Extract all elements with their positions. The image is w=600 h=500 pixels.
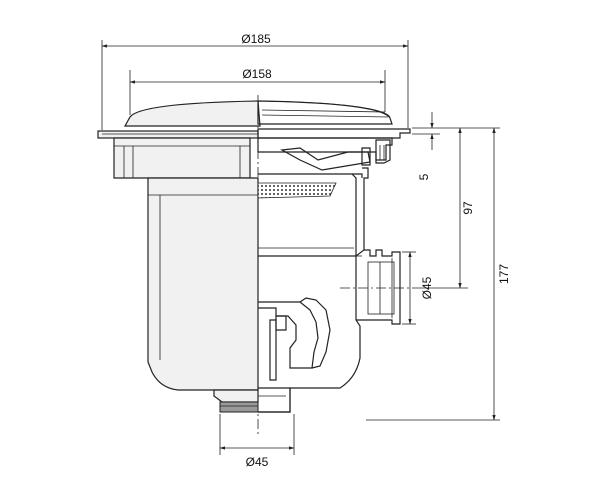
dimension-total-height: 177 [366,127,511,421]
lid-diameter-label: Ø158 [242,67,272,81]
flange [97,128,411,139]
body-exterior [113,137,259,413]
upper-height-label: 97 [461,201,475,215]
inner-trap [258,297,331,381]
side-outlet [356,249,401,325]
dimension-lid-diameter: Ø158 [129,67,386,115]
total-height-label: 177 [497,264,511,284]
body-section [257,137,401,413]
strainer-basket [257,182,337,199]
outer-diameter-label: Ø185 [241,32,271,46]
dimension-bottom-outlet: Ø45 [219,414,295,469]
dimension-flange-thickness: 5 [412,112,440,180]
bottom-outlet [258,387,291,413]
dimension-side-outlet: Ø45 [402,251,434,325]
dimension-upper-height: 97 [420,127,475,289]
flange-thickness-label: 5 [417,173,431,180]
side-outlet-label: Ø45 [420,276,434,299]
lid [123,100,393,127]
bottom-outlet-label: Ø45 [246,455,269,469]
dimension-outer-diameter: Ø185 [101,32,409,130]
